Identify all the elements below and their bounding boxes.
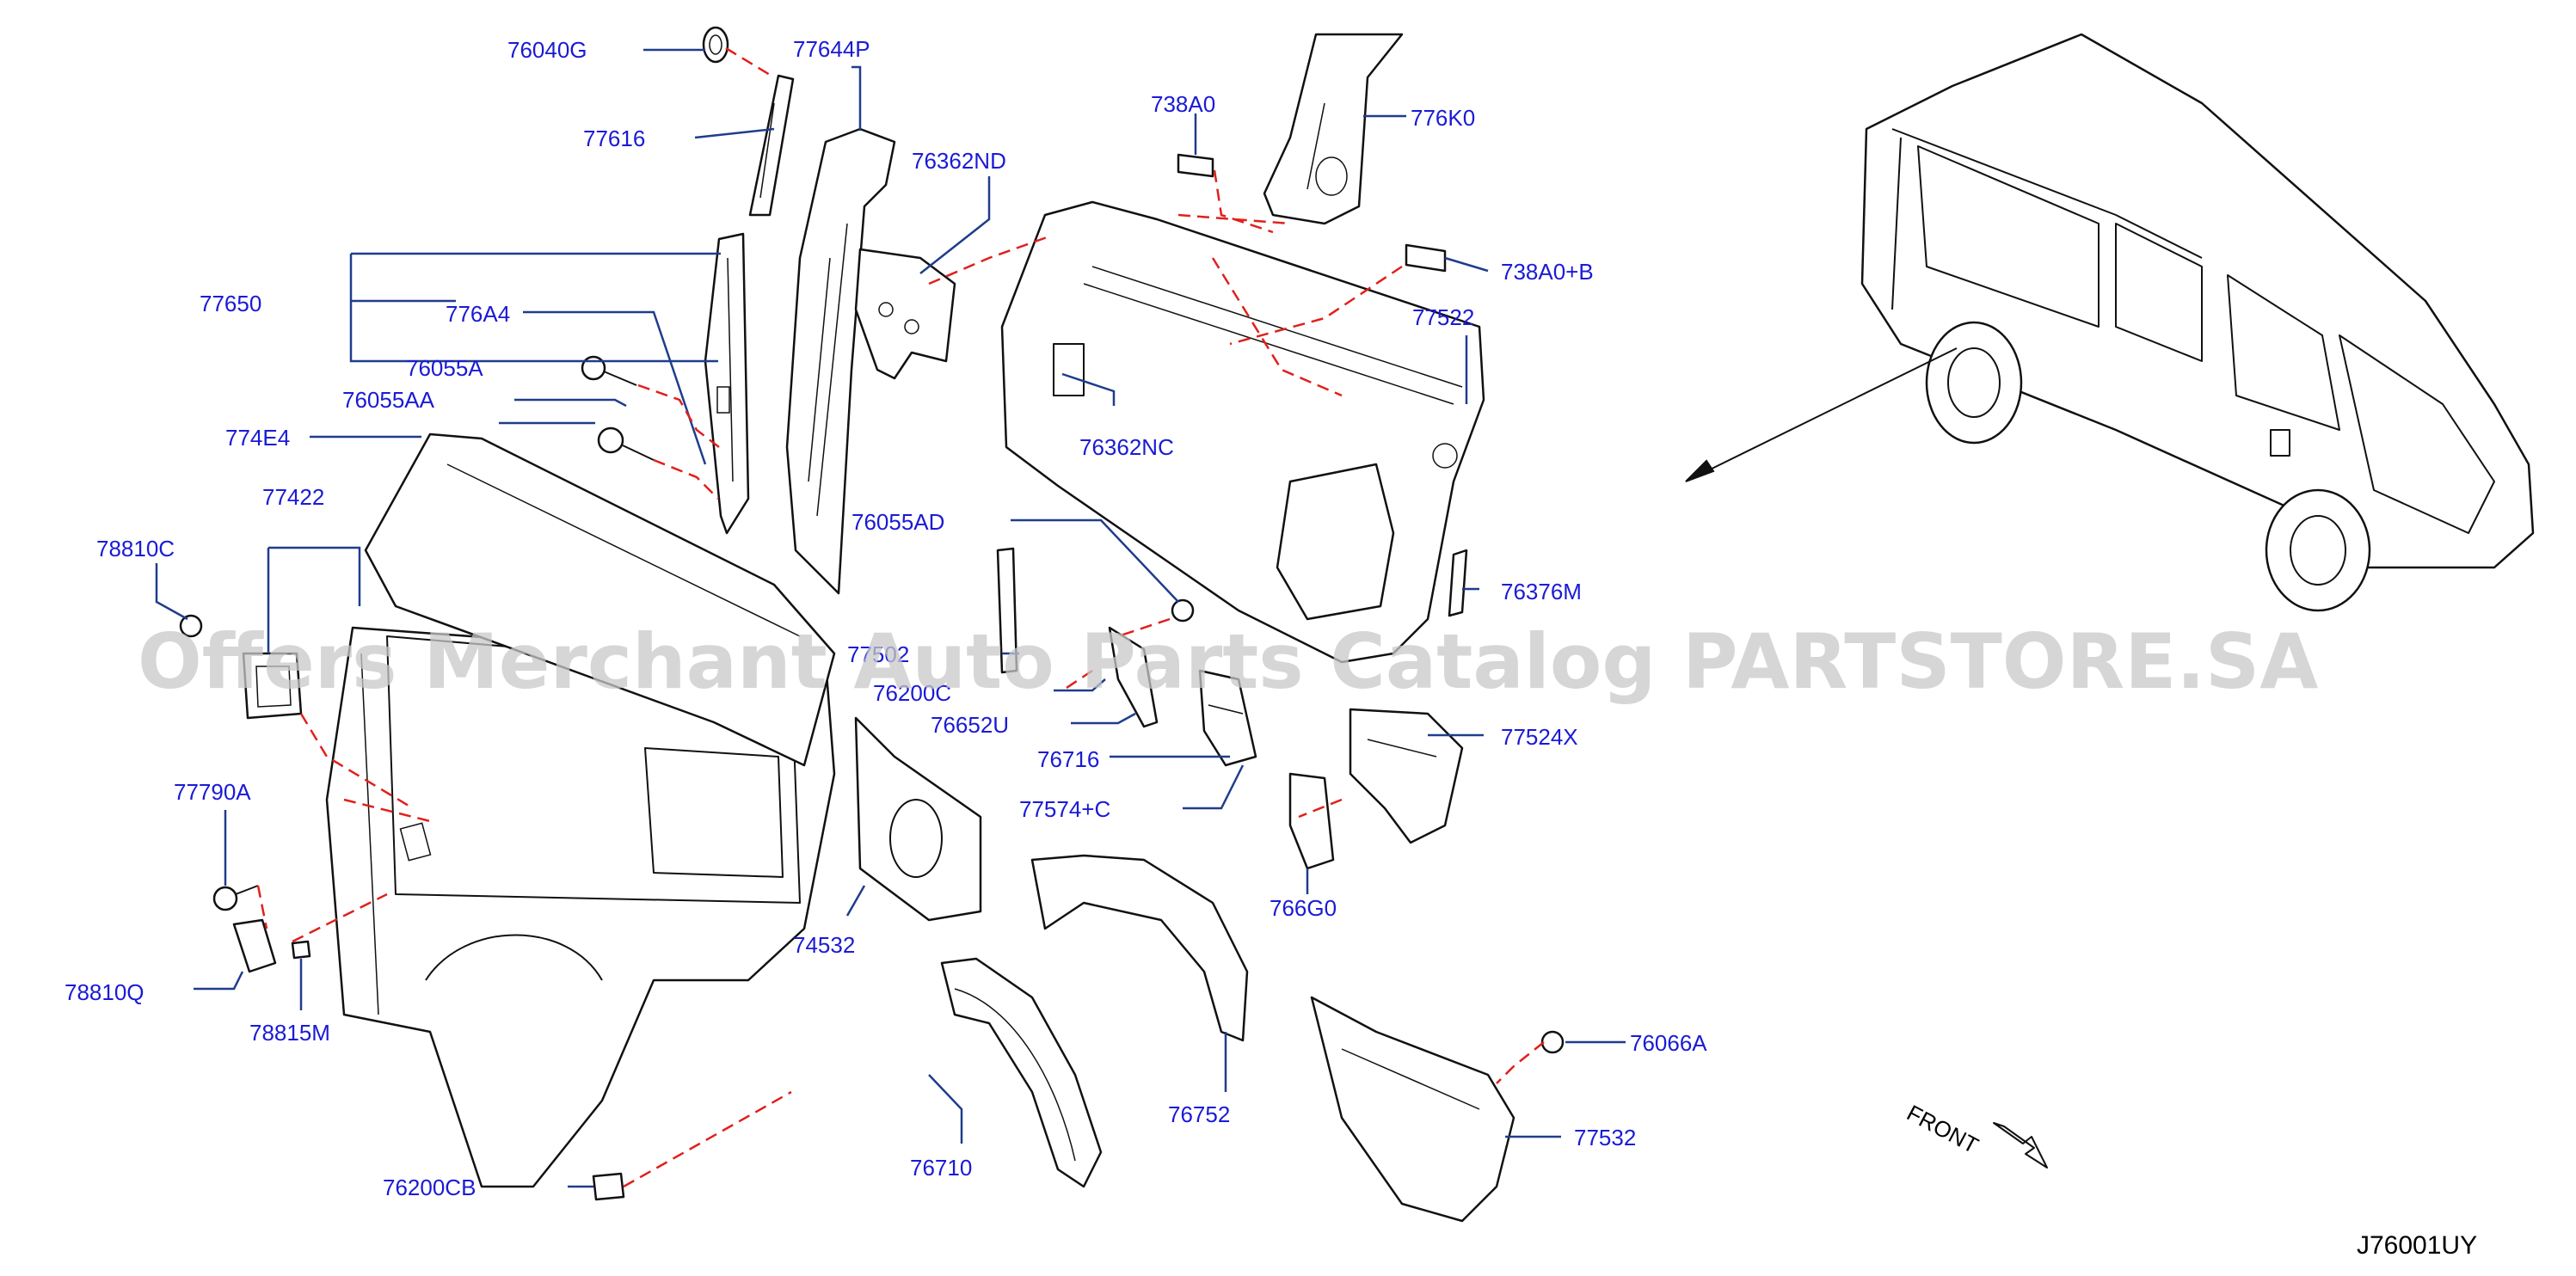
label-77574c[interactable]: 77574+C [1019, 796, 1110, 822]
label-76362nc[interactable]: 76362NC [1079, 434, 1174, 460]
bolt-76066a[interactable] [1540, 1030, 1565, 1054]
label-77524x[interactable]: 77524X [1501, 724, 1578, 750]
bracket-766g0[interactable] [1288, 772, 1335, 870]
panel-74532[interactable] [854, 716, 982, 922]
label-77644p[interactable]: 77644P [793, 36, 870, 62]
label-776a4[interactable]: 776A4 [446, 301, 510, 327]
bracket-776k0[interactable] [1263, 33, 1404, 225]
wheel-house-76752[interactable] [1030, 854, 1249, 1042]
label-76066a[interactable]: 76066A [1630, 1030, 1707, 1056]
label-77522[interactable]: 77522 [1412, 304, 1474, 330]
clip-76200cb[interactable] [592, 1172, 625, 1201]
front-label: FRONT [1903, 1100, 1983, 1159]
label-766g0[interactable]: 766G0 [1270, 895, 1337, 921]
label-76376m[interactable]: 76376M [1501, 579, 1582, 604]
label-76362nd[interactable]: 76362ND [912, 148, 1006, 174]
clip-738a0[interactable] [1177, 153, 1214, 178]
label-77532[interactable]: 77532 [1574, 1125, 1636, 1150]
clip-78815m[interactable] [291, 940, 311, 960]
label-78810c[interactable]: 78810C [96, 536, 175, 561]
label-76716[interactable]: 76716 [1037, 746, 1099, 772]
side-outer-panel-77422[interactable] [325, 626, 836, 1188]
bracket-76362nd[interactable] [854, 248, 956, 380]
label-738a0[interactable]: 738A0 [1151, 91, 1215, 117]
label-76055a[interactable]: 76055A [406, 355, 483, 381]
bolt-77790a[interactable] [212, 885, 259, 911]
clip-738a0-b[interactable] [1405, 243, 1447, 273]
bracket-76652u[interactable] [1108, 626, 1159, 728]
label-78810q[interactable]: 78810Q [65, 979, 144, 1005]
front-arrow-icon [1993, 1122, 2048, 1169]
label-76055aa[interactable]: 76055AA [342, 387, 435, 413]
strip-77502[interactable] [996, 547, 1018, 674]
roof-rail-774e4[interactable] [364, 432, 836, 767]
back-panel-77522[interactable] [1000, 200, 1485, 664]
label-776k0[interactable]: 776K0 [1411, 105, 1475, 131]
bolt-76055ad[interactable] [1171, 598, 1195, 623]
diagram-code: J76001UY [2357, 1231, 2477, 1260]
assembly-lines [256, 46, 1545, 1188]
wheel-house-76710[interactable] [940, 957, 1103, 1188]
panel-77532[interactable] [1310, 996, 1515, 1223]
label-74532[interactable]: 74532 [793, 932, 855, 958]
plate-76376m[interactable] [1448, 549, 1468, 617]
label-77616[interactable]: 77616 [583, 126, 645, 151]
label-774e4[interactable]: 774E4 [225, 425, 290, 451]
bolt-76055aa[interactable] [597, 426, 655, 461]
grommet-76040g[interactable] [702, 26, 729, 64]
label-77790a[interactable]: 77790A [174, 779, 251, 805]
watermark: Offers Merchant Auto Parts Catalog PARTS… [138, 617, 2318, 706]
label-77650[interactable]: 77650 [200, 291, 261, 316]
label-77422[interactable]: 77422 [262, 484, 324, 510]
reinforcement-77644p[interactable] [785, 127, 896, 595]
bracket-76716[interactable] [1198, 669, 1257, 767]
label-76652u[interactable]: 76652U [931, 712, 1009, 738]
label-76055ad[interactable]: 76055AD [851, 509, 944, 535]
part-labels: 76040G 77644P 77616 76362ND 738A0 776K0 … [65, 36, 1707, 1200]
label-76200c[interactable]: 76200C [873, 680, 951, 706]
van-illustration [1860, 33, 2535, 612]
direction-arrow [1685, 347, 1958, 482]
bolt-76055a[interactable] [581, 355, 637, 386]
label-78815m[interactable]: 78815M [249, 1020, 330, 1046]
label-76752[interactable]: 76752 [1168, 1101, 1230, 1127]
label-76040g[interactable]: 76040G [507, 37, 587, 63]
panel-77524x[interactable] [1349, 708, 1464, 844]
lid-78810q[interactable] [232, 918, 277, 973]
pillar-assembly-77650[interactable] [704, 232, 750, 535]
pillar-77616[interactable] [748, 74, 795, 217]
label-77502[interactable]: 77502 [847, 641, 909, 667]
label-76200cb[interactable]: 76200CB [383, 1175, 476, 1200]
label-76710[interactable]: 76710 [910, 1155, 972, 1181]
label-738a0-b[interactable]: 738A0+B [1501, 259, 1594, 285]
